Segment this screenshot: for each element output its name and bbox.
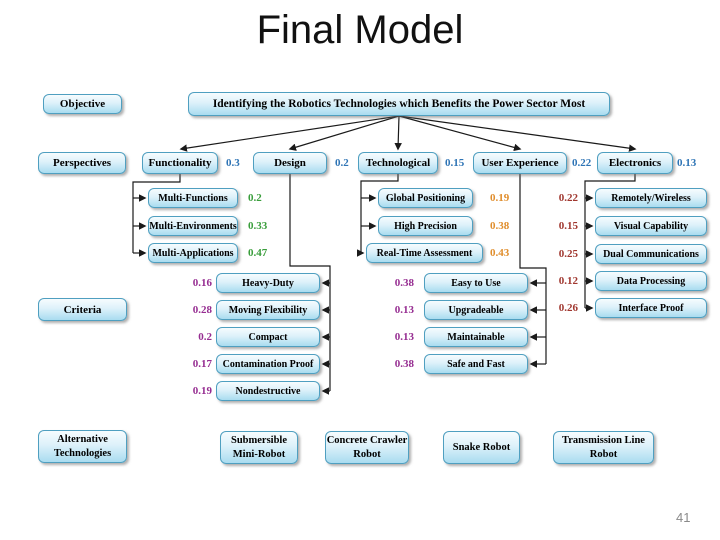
weight-dual-communications: 0.25 <box>558 248 578 260</box>
weight-global-positioning: 0.19 <box>490 192 510 204</box>
perspective-user-experience: User Experience <box>473 152 567 174</box>
weight-interface-proof: 0.26 <box>558 302 578 314</box>
slide-title: Final Model <box>256 8 464 52</box>
criterion-safe-and-fast: Safe and Fast <box>424 354 528 374</box>
weight-user-experience: 0.22 <box>572 157 592 169</box>
criterion-multi-applications: Multi-Applications <box>148 243 238 263</box>
criterion-real-time-assessment: Real-Time Assessment <box>366 243 483 263</box>
row-label-criteria: Criteria <box>38 298 127 321</box>
perspective-technological: Technological <box>358 152 438 174</box>
criterion-upgradeable: Upgradeable <box>424 300 528 320</box>
weight-safe-and-fast: 0.38 <box>394 358 414 370</box>
criterion-high-precision: High Precision <box>378 216 473 236</box>
alternative-transmission-line-robot: Transmission Line Robot <box>553 431 654 464</box>
criterion-heavy-duty: Heavy-Duty <box>216 273 320 293</box>
weight-remotely-wireless: 0.22 <box>558 192 578 204</box>
criterion-dual-communications: Dual Communications <box>595 244 707 264</box>
weight-electronics: 0.13 <box>677 157 697 169</box>
weight-technological: 0.15 <box>445 157 465 169</box>
weight-multi-functions: 0.2 <box>248 192 262 204</box>
weight-contamination-proof: 0.17 <box>192 358 212 370</box>
weight-maintainable: 0.13 <box>394 331 414 343</box>
criterion-multi-environments: Multi-Environments <box>148 216 238 236</box>
criterion-moving-flexibility: Moving Flexibility <box>216 300 320 320</box>
criterion-interface-proof: Interface Proof <box>595 298 707 318</box>
alternative-concrete-crawler-robot: Concrete Crawler Robot <box>325 431 409 464</box>
weight-multi-applications: 0.47 <box>248 247 268 259</box>
weight-easy-to-use: 0.38 <box>394 277 414 289</box>
alternative-snake-robot: Snake Robot <box>443 431 520 464</box>
row-label-alternative-technologies: Alternative Technologies <box>38 430 127 463</box>
page-number: 41 <box>676 510 691 525</box>
criterion-easy-to-use: Easy to Use <box>424 273 528 293</box>
criterion-compact: Compact <box>216 327 320 347</box>
criterion-visual-capability: Visual Capability <box>595 216 707 236</box>
weight-high-precision: 0.38 <box>490 220 510 232</box>
weight-design: 0.2 <box>335 157 349 169</box>
weight-functionality: 0.3 <box>226 157 240 169</box>
perspective-electronics: Electronics <box>597 152 673 174</box>
weight-upgradeable: 0.13 <box>394 304 414 316</box>
weight-visual-capability: 0.15 <box>558 220 578 232</box>
perspective-functionality: Functionality <box>142 152 218 174</box>
objective-box: Identifying the Robotics Technologies wh… <box>188 92 610 116</box>
criterion-nondestructive: Nondestructive <box>216 381 320 401</box>
weight-multi-environments: 0.33 <box>248 220 268 232</box>
weight-heavy-duty: 0.16 <box>192 277 212 289</box>
criterion-remotely-wireless: Remotely/Wireless <box>595 188 707 208</box>
alternative-submersible-mini-robot: Submersible Mini-Robot <box>220 431 298 464</box>
criterion-data-processing: Data Processing <box>595 271 707 291</box>
perspective-design: Design <box>253 152 327 174</box>
criterion-multi-functions: Multi-Functions <box>148 188 238 208</box>
weight-moving-flexibility: 0.28 <box>192 304 212 316</box>
criterion-contamination-proof: Contamination Proof <box>216 354 320 374</box>
weight-nondestructive: 0.19 <box>192 385 212 397</box>
criterion-maintainable: Maintainable <box>424 327 528 347</box>
row-label-objective: Objective <box>43 94 122 114</box>
row-label-perspectives: Perspectives <box>38 152 126 174</box>
criterion-global-positioning: Global Positioning <box>378 188 473 208</box>
weight-data-processing: 0.12 <box>558 275 578 287</box>
weight-real-time-assessment: 0.43 <box>490 247 510 259</box>
weight-compact: 0.2 <box>198 331 212 343</box>
